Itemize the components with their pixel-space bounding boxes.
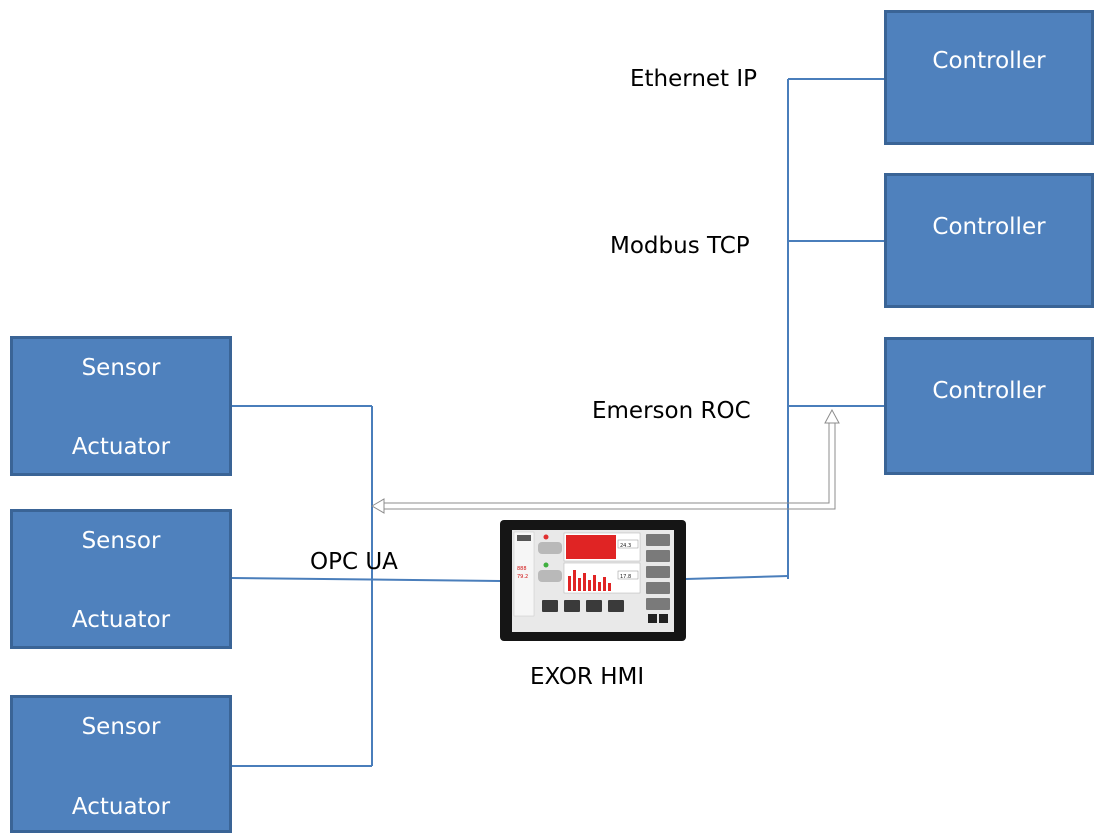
hmi-trend-fill-1 bbox=[566, 535, 616, 559]
hmi-readout bbox=[617, 539, 639, 549]
controller-label: Controller bbox=[932, 214, 1046, 240]
hmi-value: 888 bbox=[517, 566, 527, 572]
hmi-tank-1 bbox=[538, 542, 562, 554]
sensor-2-link bbox=[231, 577, 501, 582]
controller-box-3: Controller bbox=[884, 337, 1094, 475]
hmi-panel-image: 888 79.2 24.3 17.8 bbox=[500, 520, 686, 641]
sensor-label: Sensor bbox=[81, 714, 161, 740]
hmi-bottom-buttons bbox=[542, 600, 624, 612]
controller-label: Controller bbox=[932, 378, 1046, 404]
sensor-actuator-box-1: Sensor Actuator bbox=[10, 336, 232, 476]
hmi-value: 79.2 bbox=[517, 574, 528, 580]
sensor-actuator-box-2: Sensor Actuator bbox=[10, 509, 232, 649]
hmi-status-indicator bbox=[543, 562, 549, 568]
controller-label: Controller bbox=[932, 48, 1046, 74]
hmi-value: 17.8 bbox=[620, 574, 631, 580]
hmi-left-panel bbox=[513, 531, 535, 617]
hmi-nav-button bbox=[648, 614, 657, 623]
sensor-label: Sensor bbox=[81, 528, 161, 554]
hmi-nav-button bbox=[659, 614, 668, 623]
hmi-side-buttons bbox=[646, 534, 670, 610]
actuator-label: Actuator bbox=[71, 607, 171, 633]
hmi-label: EXOR HMI bbox=[530, 664, 645, 690]
actuator-label: Actuator bbox=[71, 434, 171, 460]
sensor-actuator-box-3: Sensor Actuator bbox=[10, 695, 232, 833]
controller-box-2: Controller bbox=[884, 173, 1094, 308]
hmi-readout bbox=[617, 570, 639, 580]
data-flow-arrow bbox=[371, 408, 840, 514]
emerson-roc-label: Emerson ROC bbox=[592, 398, 751, 424]
controller-box-1: Controller bbox=[884, 10, 1094, 145]
ethernet-ip-label: Ethernet IP bbox=[630, 66, 758, 92]
modbus-tcp-label: Modbus TCP bbox=[610, 233, 750, 259]
hmi-status-indicator bbox=[543, 534, 549, 540]
hmi-tank-2 bbox=[538, 570, 562, 582]
opc-ua-label: OPC UA bbox=[310, 549, 398, 575]
sensor-label: Sensor bbox=[81, 355, 161, 381]
hmi-icon bbox=[517, 535, 531, 541]
hmi-bar-chart bbox=[568, 570, 611, 591]
hmi-value: 24.3 bbox=[620, 543, 631, 549]
hmi-controller-link bbox=[685, 575, 789, 580]
actuator-label: Actuator bbox=[71, 794, 171, 820]
